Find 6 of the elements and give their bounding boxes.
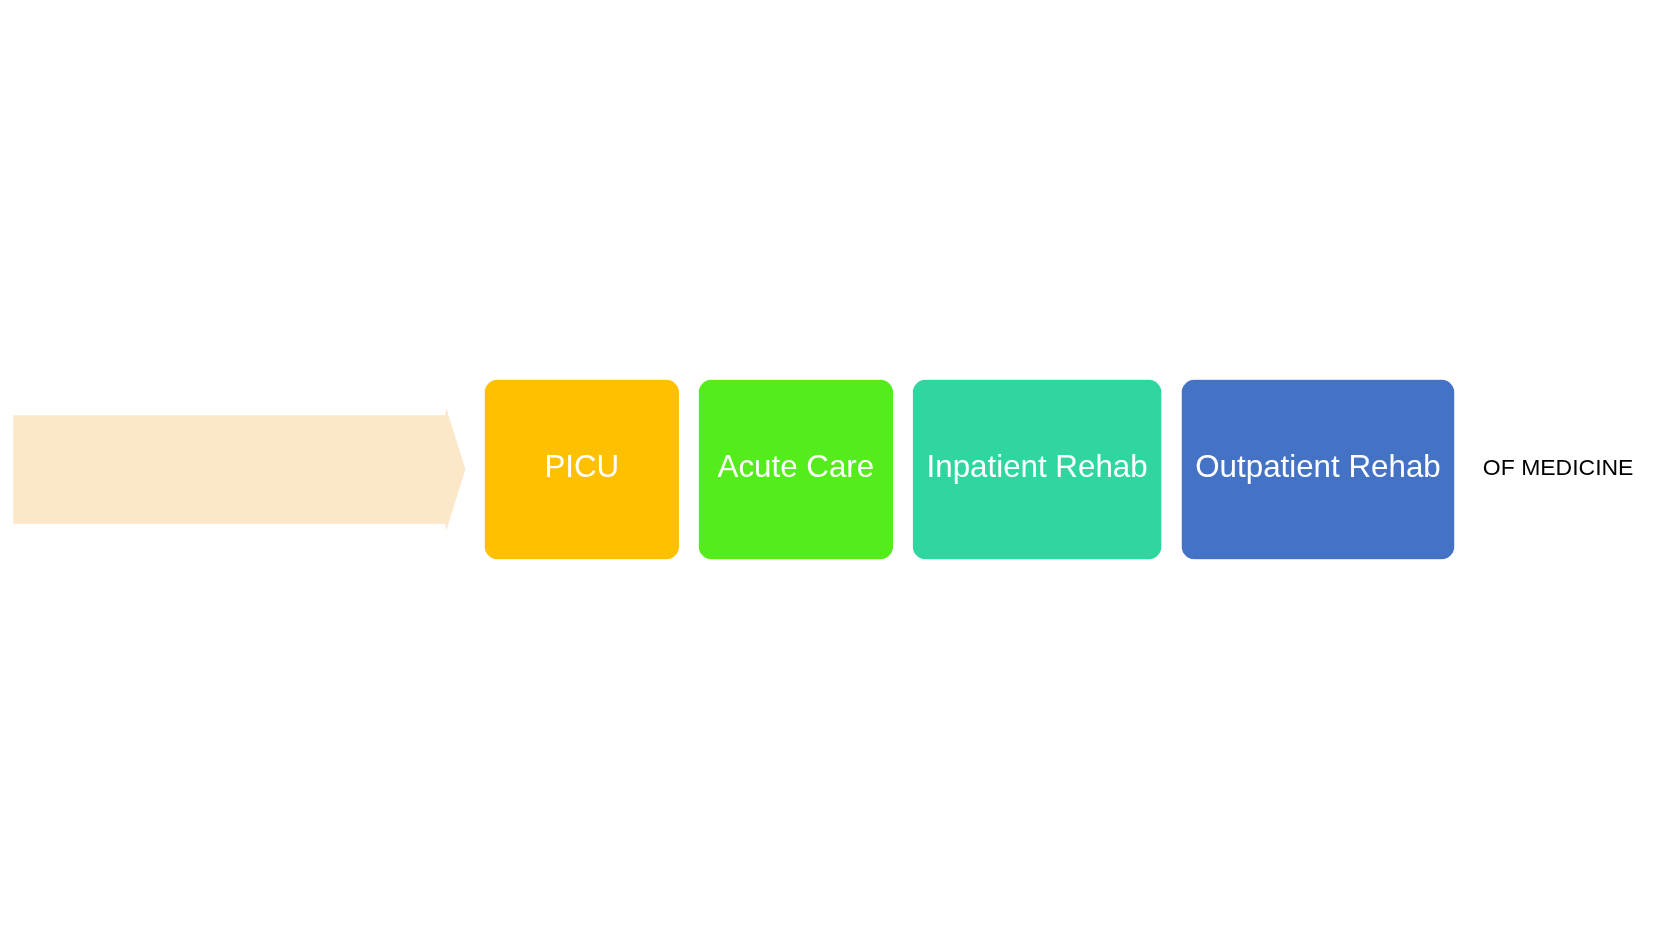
node-arrow	[12, 408, 465, 530]
node-box: Acute Care	[697, 378, 894, 560]
label: OF MEDICINE	[1482, 453, 1633, 480]
node-box: PICU	[483, 378, 680, 560]
node-box: Outpatient Rehab	[1180, 378, 1455, 560]
node-box: Inpatient Rehab	[911, 378, 1162, 560]
